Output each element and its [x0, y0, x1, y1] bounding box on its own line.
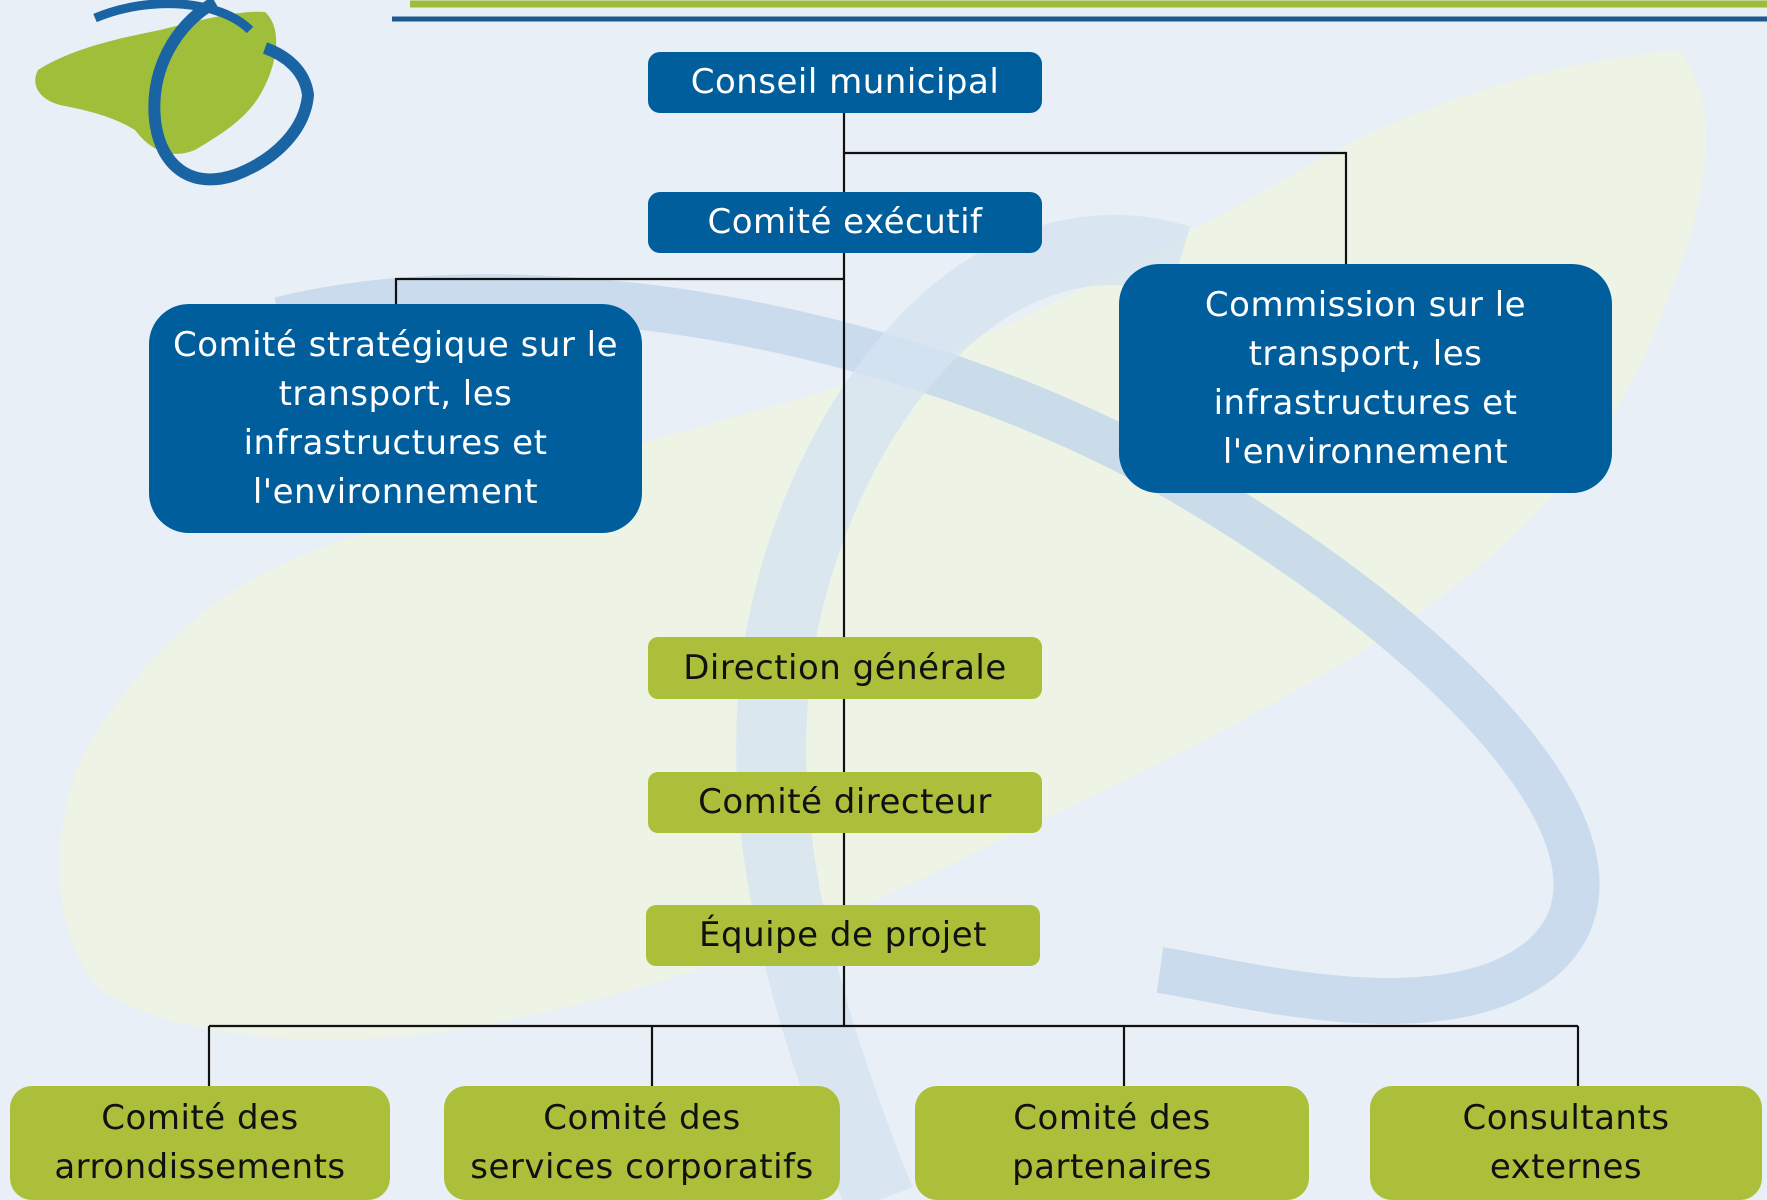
- box-comite-directeur-label: Comité directeur: [698, 782, 992, 822]
- box-comite-partenaires-label: Comité des partenaires: [1012, 1098, 1212, 1187]
- box-commission: Commission sur le transport, les infrast…: [1119, 264, 1612, 493]
- box-comite-strategique: Comité stratégique sur le transport, les…: [149, 304, 642, 533]
- box-comite-arrondissements-label: Comité des arrondissements: [54, 1098, 346, 1187]
- box-consultants-externes-label: Consultants externes: [1462, 1098, 1670, 1187]
- box-comite-executif-label: Comité exécutif: [707, 202, 983, 242]
- box-comite-executif: Comité exécutif: [648, 192, 1042, 253]
- box-direction-generale-label: Direction générale: [683, 647, 1007, 688]
- box-conseil-municipal-label: Conseil municipal: [690, 62, 1000, 102]
- box-commission-label: Commission sur le transport, les infrast…: [1204, 284, 1527, 472]
- box-comite-arrondissements: Comité des arrondissements: [10, 1086, 390, 1200]
- box-conseil-municipal: Conseil municipal: [648, 52, 1042, 113]
- island-orbit-logo-icon: [35, 0, 315, 186]
- box-equipe-projet-label: Équipe de projet: [699, 915, 987, 955]
- connector-to-strategique: [394, 277, 844, 304]
- box-comite-services-label: Comité des services corporatifs: [470, 1098, 814, 1187]
- box-direction-generale: Direction générale: [648, 637, 1042, 699]
- box-comite-strategique-label: Comité stratégique sur le transport, les…: [172, 324, 619, 512]
- box-comite-services: Comité des services corporatifs: [444, 1086, 840, 1200]
- box-equipe-projet: Équipe de projet: [646, 905, 1040, 966]
- connector-to-commission: [844, 151, 1348, 264]
- box-comite-partenaires: Comité des partenaires: [915, 1086, 1309, 1200]
- box-consultants-externes: Consultants externes: [1370, 1086, 1762, 1200]
- background-orbit-arc: [274, 274, 1600, 1024]
- box-comite-directeur: Comité directeur: [648, 772, 1042, 833]
